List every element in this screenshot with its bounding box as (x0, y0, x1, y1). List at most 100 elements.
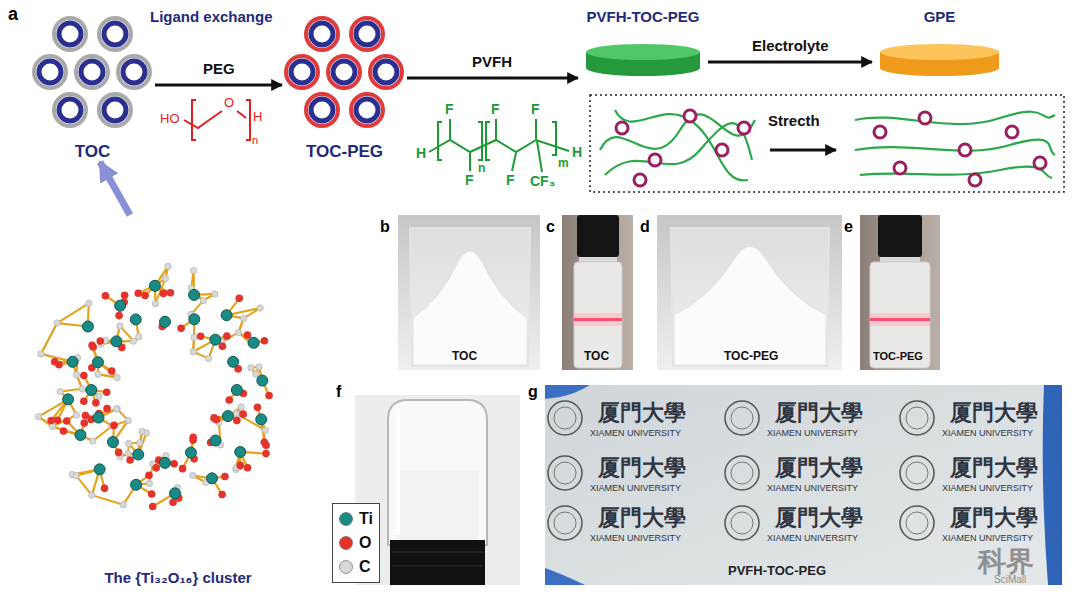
carbon-atom (113, 406, 119, 412)
oxygen-atom (121, 292, 129, 300)
carbon-atom (89, 492, 95, 498)
flow-arrow (155, 84, 282, 87)
cluster-core (104, 23, 126, 45)
oxygen-atom (160, 290, 168, 298)
disk-top (880, 44, 999, 60)
titanium-atom (248, 337, 259, 348)
oxygen-atom (101, 485, 109, 493)
oxygen-atom (115, 312, 123, 320)
cluster-core (59, 23, 81, 45)
legend-box: TiOC (332, 503, 380, 583)
node-label: TOC (75, 142, 111, 162)
ligand-shell (286, 56, 318, 88)
oxygen-atom (149, 503, 157, 511)
photo-film (545, 385, 1062, 585)
subscript: n (478, 162, 485, 176)
carbon-atom (125, 440, 131, 446)
titanium-atom (94, 464, 105, 475)
titanium-atom (210, 334, 221, 345)
oxygen-atom (47, 417, 55, 425)
atom-label: O (224, 96, 234, 111)
oxygen-atom (261, 337, 269, 345)
legend-label: O (359, 534, 371, 552)
university-name-en: XIAMEN UNIVERSITY (767, 533, 858, 543)
carbon-atom (139, 428, 145, 434)
oxygen-atom (233, 417, 241, 425)
carbon-atom (35, 413, 41, 419)
legend-row: O (333, 531, 373, 555)
university-name-en: XIAMEN UNIVERSITY (590, 533, 681, 543)
university-name-en: XIAMEN UNIVERSITY (942, 533, 1033, 543)
titanium-atom (221, 310, 232, 321)
oxygen-atom (148, 490, 156, 498)
photo-beaker (398, 215, 540, 370)
titanium-atom (92, 357, 103, 368)
titanium-atom (256, 414, 267, 425)
carbon-atom (38, 351, 44, 357)
ligand-shell (351, 18, 383, 50)
carbon-atom (205, 355, 211, 361)
oxygen-atom (261, 439, 269, 447)
carbon-atom (54, 320, 60, 326)
oxygen-atom (51, 358, 59, 366)
carbon-atom (238, 404, 244, 410)
watermark: 科界 (978, 546, 1034, 578)
carbon-atom (79, 386, 85, 392)
oxygen-atom (96, 337, 104, 345)
titanium-atom (86, 385, 97, 396)
node-label: GPE (924, 8, 956, 26)
titanium-atom (111, 336, 122, 347)
titanium-atom (93, 412, 104, 423)
panel-letter: e (844, 218, 853, 236)
cluster-group: TOC (30, 12, 155, 162)
oxygen-atom (141, 292, 149, 300)
ligand-shell (99, 94, 131, 126)
legend-row: Ti (333, 507, 373, 531)
panel-letter: g (528, 383, 538, 401)
edge-label: Electrolyte (752, 37, 829, 54)
atom-label: F (445, 101, 454, 117)
cluster-core (123, 61, 145, 83)
titanium-atom (75, 429, 86, 440)
ligand-shell (54, 94, 86, 126)
cluster-core (311, 23, 333, 45)
oxygen-atom (108, 367, 116, 375)
carbon-atom (73, 371, 79, 377)
atom-label: F (506, 172, 515, 188)
university-name-zh: 厦門大學 (950, 400, 1038, 425)
carbon-atom (57, 388, 63, 394)
university-name-en: XIAMEN UNIVERSITY (767, 483, 858, 493)
carbon-atom (90, 438, 96, 444)
inset-frame (590, 95, 1064, 192)
titanium-atom (228, 356, 239, 367)
oxygen-atom (63, 417, 71, 425)
university-name-zh: 厦門大學 (598, 455, 686, 480)
peg-formula (184, 100, 250, 140)
titanium-atom (149, 280, 160, 291)
titanium-atom (130, 314, 141, 325)
panel-letter: d (640, 218, 650, 236)
oxygen-atom (265, 392, 273, 400)
carbon-atom (152, 301, 158, 307)
bond (92, 495, 124, 505)
titanium-atom (160, 316, 171, 327)
carbon-atom (240, 315, 246, 321)
oxygen-atom (170, 460, 178, 468)
cluster-core (356, 99, 378, 121)
legend-swatch (338, 511, 354, 527)
photo-caption: PVFH-TOC-PEG (728, 564, 826, 579)
carbon-atom (190, 267, 196, 273)
oxygen-atom (102, 292, 110, 300)
cluster-core (375, 61, 397, 83)
titanium-atom (210, 435, 221, 446)
atom-label: H (416, 145, 426, 161)
atom-label: F (465, 172, 474, 188)
flow-arrow (708, 61, 872, 64)
university-name-zh: 厦門大學 (598, 505, 686, 530)
university-name-zh: 厦門大學 (950, 455, 1038, 480)
watermark: SciMall (994, 574, 1026, 586)
bond (41, 323, 57, 354)
oxygen-atom (134, 289, 142, 297)
